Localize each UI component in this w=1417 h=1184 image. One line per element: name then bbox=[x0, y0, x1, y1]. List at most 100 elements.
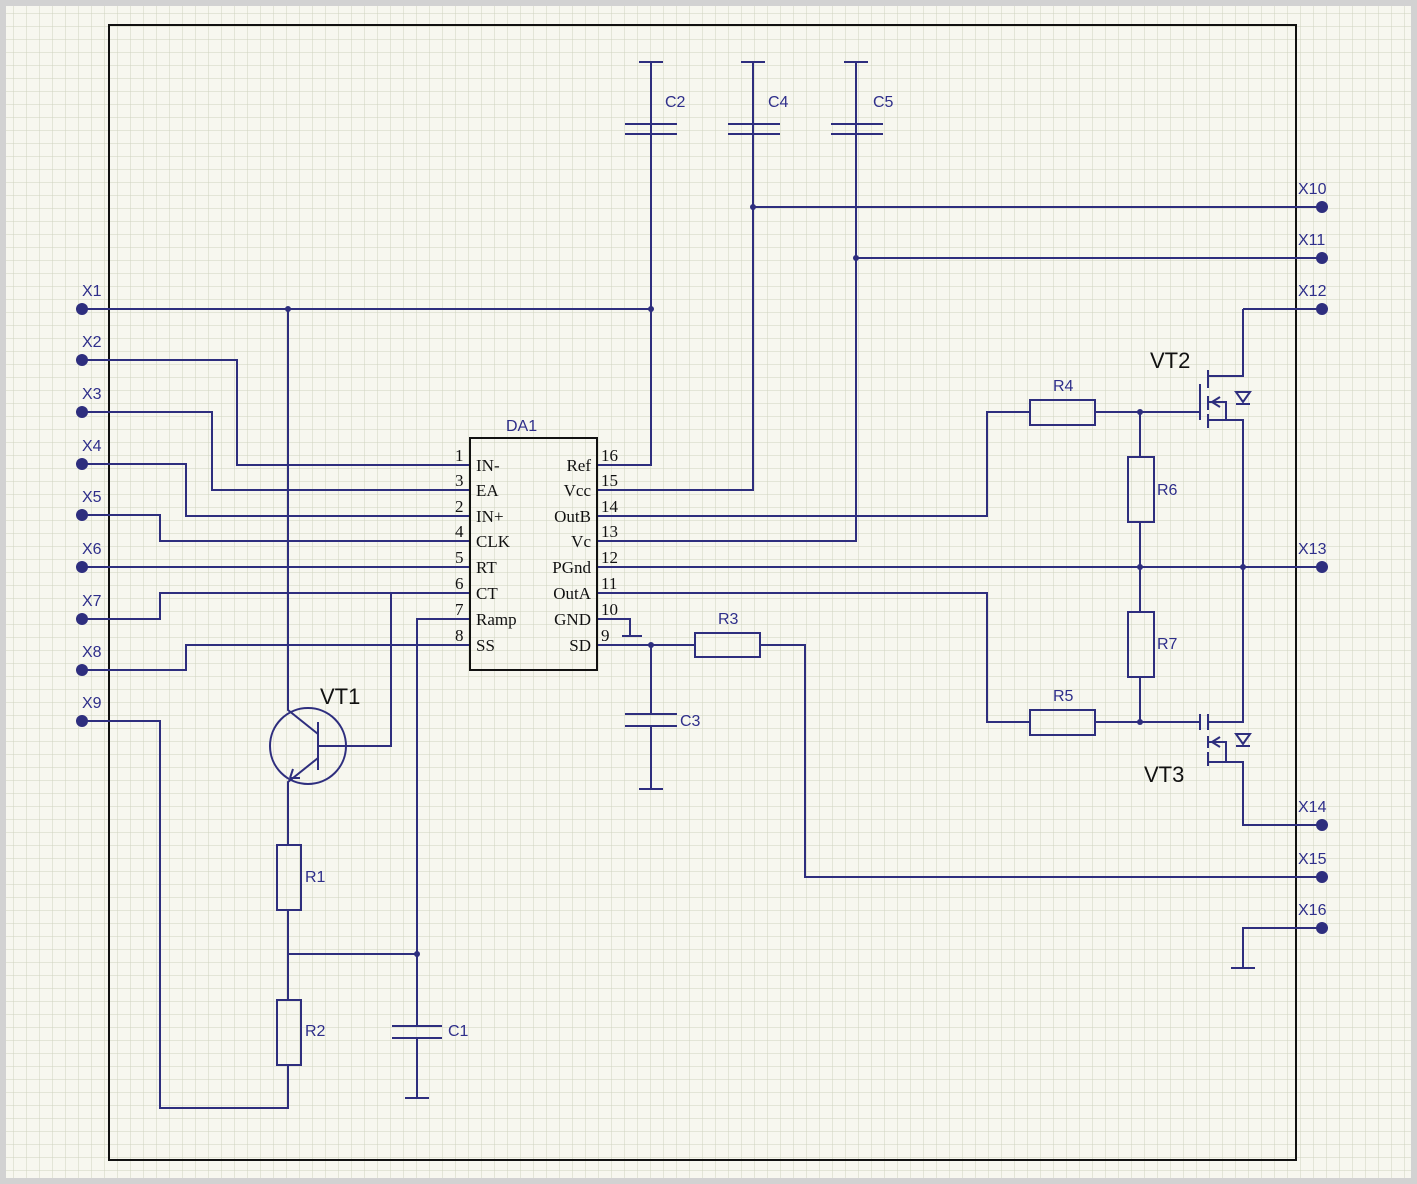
capacitor-c4: C4 bbox=[728, 94, 789, 135]
ic-pin-name: SS bbox=[476, 636, 495, 655]
terminal-pad bbox=[1316, 922, 1328, 934]
terminal-pad bbox=[76, 561, 88, 573]
terminal-label: X15 bbox=[1298, 851, 1327, 868]
ic-pin-name: OutA bbox=[553, 584, 592, 603]
c5-label: C5 bbox=[873, 94, 894, 111]
ic-pin-number: 1 bbox=[455, 446, 464, 465]
terminal-label: X3 bbox=[82, 386, 102, 403]
ic-pin-number: 3 bbox=[455, 471, 464, 490]
terminal-label: X16 bbox=[1298, 902, 1327, 919]
ic-pin-name: RT bbox=[476, 558, 497, 577]
terminal-label: X10 bbox=[1298, 181, 1327, 198]
transistor-vt2: VT2 bbox=[1150, 348, 1252, 428]
terminal-pad bbox=[1316, 561, 1328, 573]
c3-label: C3 bbox=[680, 713, 701, 730]
r2-label: R2 bbox=[305, 1023, 326, 1040]
ic-pins: 1IN-3EA2IN+4CLK5RT6CT7Ramp8SS16Ref15Vcc1… bbox=[455, 446, 619, 655]
ic-pin-number: 9 bbox=[601, 626, 610, 645]
c4-label: C4 bbox=[768, 94, 789, 111]
terminal-label: X13 bbox=[1298, 541, 1327, 558]
r7-label: R7 bbox=[1157, 636, 1178, 653]
capacitor-c3: C3 bbox=[625, 713, 701, 730]
capacitor-c2: C2 bbox=[625, 94, 686, 135]
ic-pin-name: Ramp bbox=[476, 610, 517, 629]
ic-pin-name: IN+ bbox=[476, 507, 504, 526]
r3-label: R3 bbox=[718, 611, 739, 628]
terminal-pad bbox=[1316, 871, 1328, 883]
ic-pin-name: EA bbox=[476, 481, 499, 500]
ic-pin-name: OutB bbox=[554, 507, 591, 526]
terminal-label: X11 bbox=[1298, 232, 1325, 249]
r1-label: R1 bbox=[305, 869, 326, 886]
terminal-pad bbox=[76, 406, 88, 418]
terminal-pad bbox=[1316, 201, 1328, 213]
ic-pin-number: 11 bbox=[601, 574, 617, 593]
ic-pin-number: 12 bbox=[601, 548, 618, 567]
ic-pin-number: 2 bbox=[455, 497, 464, 516]
ic-pin-number: 7 bbox=[455, 600, 464, 619]
resistor-r6: R6 bbox=[1127, 456, 1178, 523]
ic-pin-name: IN- bbox=[476, 456, 500, 475]
resistor-r1: R1 bbox=[276, 844, 326, 911]
terminal-pad bbox=[76, 458, 88, 470]
resistor-r2: R2 bbox=[276, 999, 326, 1066]
terminal-label: X5 bbox=[82, 489, 102, 506]
resistor-r4: R4 bbox=[1029, 378, 1096, 426]
terminal-label: X4 bbox=[82, 438, 102, 455]
terminal-pad bbox=[76, 715, 88, 727]
wires bbox=[82, 61, 1322, 1109]
ic-pin-name: CT bbox=[476, 584, 498, 603]
terminal-label: X2 bbox=[82, 334, 102, 351]
terminal-pad bbox=[1316, 303, 1328, 315]
terminal-label: X9 bbox=[82, 695, 102, 712]
terminal-label: X1 bbox=[82, 283, 102, 300]
ic-pin-name: PGnd bbox=[552, 558, 591, 577]
ic-pin-number: 14 bbox=[601, 497, 619, 516]
resistor-r7: R7 bbox=[1127, 611, 1178, 678]
vt3-label: VT3 bbox=[1144, 762, 1184, 787]
capacitor-c5: C5 bbox=[831, 94, 894, 135]
terminal-label: X12 bbox=[1298, 283, 1327, 300]
r5-label: R5 bbox=[1053, 688, 1074, 705]
vt2-label: VT2 bbox=[1150, 348, 1190, 373]
ic-pin-number: 4 bbox=[455, 522, 464, 541]
ic-ref-label: DA1 bbox=[506, 418, 537, 435]
terminal-pad bbox=[76, 509, 88, 521]
ic-pin-number: 13 bbox=[601, 522, 618, 541]
ic-pin-number: 16 bbox=[601, 446, 618, 465]
c2-label: C2 bbox=[665, 94, 686, 111]
ic-pin-number: 6 bbox=[455, 574, 464, 593]
ic-pin-number: 15 bbox=[601, 471, 618, 490]
r6-label: R6 bbox=[1157, 482, 1178, 499]
terminal-label: X8 bbox=[82, 644, 102, 661]
terminal-pad bbox=[1316, 252, 1328, 264]
terminal-pad bbox=[76, 354, 88, 366]
ic-da1: DA1 1IN-3EA2IN+4CLK5RT6CT7Ramp8SS16Ref15… bbox=[455, 418, 619, 671]
ic-pin-name: GND bbox=[554, 610, 591, 629]
resistor-r5: R5 bbox=[1029, 688, 1096, 736]
ic-pin-number: 8 bbox=[455, 626, 464, 645]
ic-pin-name: Vcc bbox=[564, 481, 592, 500]
ic-pin-number: 10 bbox=[601, 600, 618, 619]
terminal-label: X7 bbox=[82, 593, 102, 610]
terminal-pad bbox=[1316, 819, 1328, 831]
terminal-label: X14 bbox=[1298, 799, 1327, 816]
resistor-r3: R3 bbox=[694, 611, 761, 658]
ic-body bbox=[469, 437, 598, 671]
terminal-label: X6 bbox=[82, 541, 102, 558]
ic-pin-name: Ref bbox=[566, 456, 591, 475]
capacitor-c1: C1 bbox=[392, 1023, 469, 1040]
ic-pin-name: Vc bbox=[571, 532, 591, 551]
terminal-pad bbox=[76, 664, 88, 676]
r4-label: R4 bbox=[1053, 378, 1074, 395]
transistor-vt1: VT1 bbox=[269, 684, 360, 785]
ic-pin-name: SD bbox=[569, 636, 591, 655]
terminal-pad bbox=[76, 613, 88, 625]
board-outline bbox=[108, 24, 1297, 1161]
vt1-label: VT1 bbox=[320, 684, 360, 709]
ic-pin-name: CLK bbox=[476, 532, 511, 551]
terminal-pad bbox=[76, 303, 88, 315]
c1-label: C1 bbox=[448, 1023, 469, 1040]
